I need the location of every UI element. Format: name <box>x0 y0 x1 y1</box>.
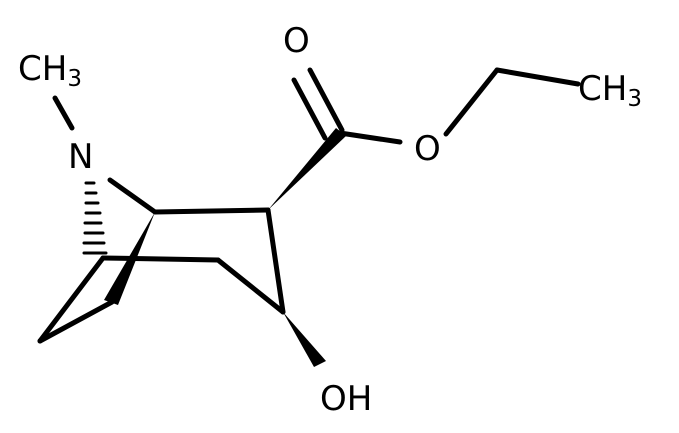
ethyl-ch3-subscript: 3 <box>627 86 642 112</box>
hash-bond-n-c5 <box>82 181 108 255</box>
wedge-c1-c7 <box>104 212 155 305</box>
bond-c2-c3 <box>265 207 286 315</box>
bond-c-o-double-a <box>307 67 345 133</box>
atom-label-o-carbonyl: O <box>283 21 310 61</box>
n-methyl-subscript: 3 <box>67 66 82 92</box>
wedge-c3-oh <box>283 312 326 367</box>
wedge-layer <box>104 128 346 367</box>
bond-c-o-double-b <box>291 77 328 141</box>
label-layer: O O CH3 CH3 N OH <box>18 21 642 419</box>
bond-c4-c5 <box>100 255 221 263</box>
bond-c5-c6 <box>37 255 106 344</box>
n-methyl-ch: CH <box>18 49 67 89</box>
bond-carbonyl-c-o-ester <box>337 130 403 145</box>
bond-n-methyl <box>52 95 75 131</box>
atom-label-n-methyl: CH3 <box>18 49 82 92</box>
bond-o-ch2 <box>443 67 500 137</box>
bond-c1-c2 <box>152 207 271 215</box>
bond-layer <box>37 67 581 344</box>
bond-c3-c4 <box>215 257 286 315</box>
ethyl-ch3-ch: CH <box>578 69 627 109</box>
bond-c6-c7 <box>37 299 115 344</box>
atom-label-hydroxyl: OH <box>320 379 372 419</box>
bond-n-c1 <box>107 177 158 215</box>
bond-ch2-ch3 <box>494 67 581 87</box>
atom-label-ethyl-ch3: CH3 <box>578 69 642 112</box>
wedge-c2-ester <box>268 128 346 210</box>
atom-label-o-ester: O <box>414 129 441 169</box>
atom-label-nitrogen: N <box>68 137 93 177</box>
